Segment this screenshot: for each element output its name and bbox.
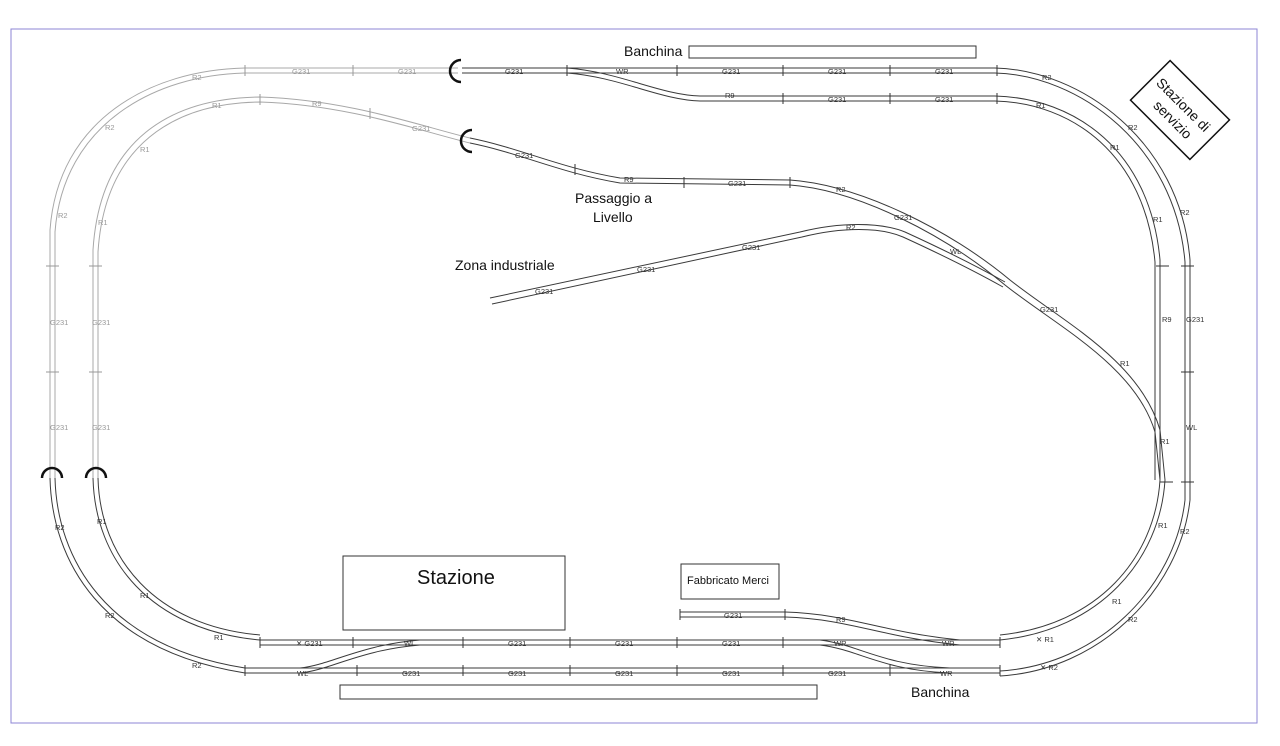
svg-text:G231: G231 — [412, 124, 430, 133]
industrial-zone-label: Zona industriale — [455, 257, 555, 273]
svg-text:R2: R2 — [836, 185, 846, 194]
svg-text:R2: R2 — [192, 661, 202, 670]
level-crossing-label-1: Passaggio a — [575, 190, 652, 206]
inner-left-track — [92, 96, 471, 478]
svg-text:G231: G231 — [615, 639, 633, 648]
svg-text:G231: G231 — [935, 95, 953, 104]
svg-text:G231: G231 — [894, 213, 912, 222]
middle-track — [469, 137, 1166, 481]
svg-text:WL: WL — [297, 669, 308, 678]
svg-text:R1: R1 — [212, 101, 222, 110]
svg-text:WR: WR — [616, 67, 629, 76]
svg-text:G231: G231 — [828, 95, 846, 104]
svg-text:R1: R1 — [214, 633, 224, 642]
svg-text:✕ R2: ✕ R2 — [1040, 663, 1058, 672]
platform-bottom-label: Banchina — [911, 684, 970, 700]
svg-text:R1: R1 — [1120, 359, 1130, 368]
platform-top-label: Banchina — [624, 43, 683, 59]
svg-text:G231: G231 — [505, 67, 523, 76]
svg-text:WL: WL — [404, 639, 415, 648]
svg-text:R2: R2 — [1042, 73, 1052, 82]
svg-text:R1: R1 — [1160, 437, 1170, 446]
svg-text:G231: G231 — [292, 67, 310, 76]
svg-text:R2: R2 — [105, 611, 115, 620]
svg-text:G231: G231 — [722, 639, 740, 648]
right-lower-track — [999, 479, 1191, 677]
svg-text:R9: R9 — [725, 91, 735, 100]
plan-frame — [10, 28, 1258, 724]
svg-text:G231: G231 — [508, 669, 526, 678]
svg-text:R2: R2 — [192, 73, 202, 82]
industrial-track — [489, 224, 1006, 305]
svg-text:WR: WR — [942, 639, 955, 648]
svg-text:G231: G231 — [50, 423, 68, 432]
svg-text:G231: G231 — [92, 423, 110, 432]
station-label: Stazione — [417, 567, 495, 589]
svg-text:G231: G231 — [1186, 315, 1204, 324]
svg-text:G231: G231 — [828, 669, 846, 678]
goods-shed-label: Fabbricato Merci — [687, 575, 769, 587]
svg-text:R1: R1 — [1110, 143, 1120, 152]
track-code-labels: G231 WR G231 G231 G231 R2 R9 G231 G231 R… — [50, 67, 1204, 678]
svg-text:R2: R2 — [1128, 123, 1138, 132]
svg-text:R2: R2 — [55, 523, 65, 532]
svg-text:G231: G231 — [935, 67, 953, 76]
svg-text:R9: R9 — [1162, 315, 1172, 324]
svg-text:R1: R1 — [140, 145, 150, 154]
top-siding-track — [566, 67, 1161, 480]
level-crossing-label-2: Livello — [593, 209, 633, 225]
svg-text:R2: R2 — [1128, 615, 1138, 624]
svg-text:G231: G231 — [637, 265, 655, 274]
svg-text:R2: R2 — [846, 223, 856, 232]
svg-text:G231: G231 — [402, 669, 420, 678]
svg-text:G231: G231 — [828, 67, 846, 76]
platform-bottom — [339, 684, 818, 700]
svg-text:R1: R1 — [1112, 597, 1122, 606]
svg-text:R1: R1 — [1158, 521, 1168, 530]
svg-text:G231: G231 — [535, 287, 553, 296]
svg-text:WR: WR — [834, 639, 847, 648]
svg-text:G231: G231 — [722, 67, 740, 76]
platform-top — [688, 45, 977, 59]
buffer-stop-icon — [40, 58, 473, 479]
track-joints — [46, 65, 1194, 676]
svg-text:G231: G231 — [50, 318, 68, 327]
svg-text:G231: G231 — [398, 67, 416, 76]
svg-text:✕ R1: ✕ R1 — [1036, 635, 1054, 644]
svg-text:G231: G231 — [728, 179, 746, 188]
svg-text:G231: G231 — [724, 611, 742, 620]
svg-text:R9: R9 — [624, 175, 634, 184]
svg-text:R1: R1 — [98, 218, 108, 227]
svg-text:R9: R9 — [312, 99, 322, 108]
svg-text:G231: G231 — [742, 243, 760, 252]
svg-text:R9: R9 — [836, 615, 846, 624]
svg-text:R2: R2 — [1180, 208, 1190, 217]
svg-text:G231: G231 — [92, 318, 110, 327]
svg-text:R2: R2 — [58, 211, 68, 220]
svg-text:G231: G231 — [615, 669, 633, 678]
goods-shed — [680, 563, 780, 600]
outer-left-track — [49, 67, 458, 478]
svg-text:WL: WL — [1186, 423, 1197, 432]
bottom-tracks — [245, 611, 1000, 674]
svg-text:G231: G231 — [1040, 305, 1058, 314]
svg-text:G231: G231 — [508, 639, 526, 648]
svg-text:R1: R1 — [97, 517, 107, 526]
svg-text:R2: R2 — [1180, 527, 1190, 536]
svg-text:G231: G231 — [515, 151, 533, 160]
svg-text:R1: R1 — [1036, 101, 1046, 110]
top-outer-track — [462, 67, 1191, 480]
svg-text:R1: R1 — [1153, 215, 1163, 224]
svg-text:✕ G231: ✕ G231 — [296, 639, 323, 648]
service-station-box — [1129, 59, 1231, 161]
svg-text:WL: WL — [950, 247, 961, 256]
station-building — [342, 555, 566, 631]
svg-text:R2: R2 — [105, 123, 115, 132]
svg-text:G231: G231 — [722, 669, 740, 678]
svg-text:WR: WR — [940, 669, 953, 678]
bottom-left-track — [49, 477, 261, 674]
svg-text:R1: R1 — [140, 591, 150, 600]
